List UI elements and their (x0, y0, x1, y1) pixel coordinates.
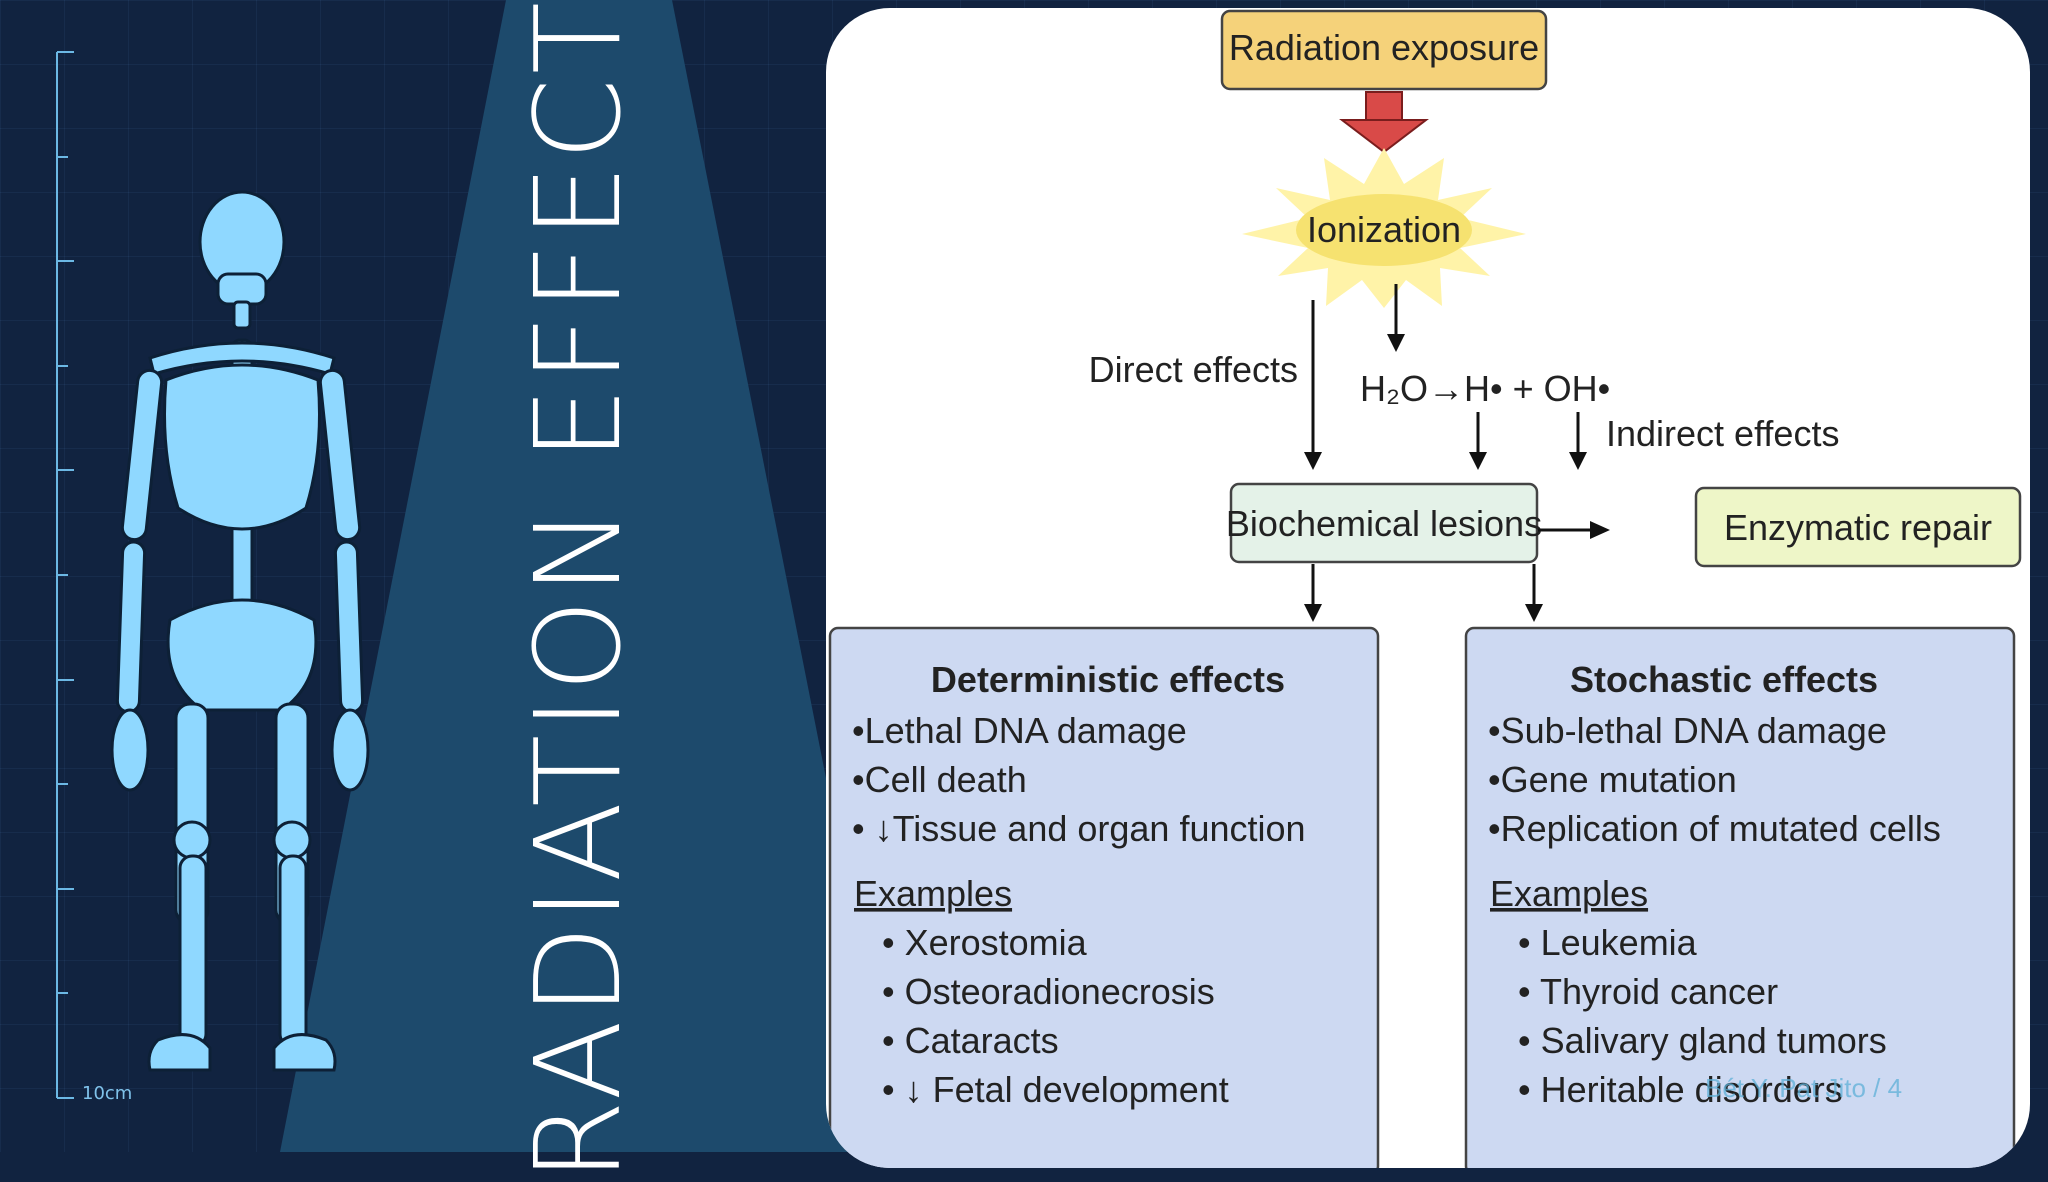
stochastic-example: • Leukemia (1518, 922, 1698, 963)
skeleton-icon (110, 190, 370, 1072)
radiation-exposure-box: Radiation exposure (1220, 9, 1548, 91)
enzymatic-repair-box: Enzymatic repair (1694, 486, 2022, 568)
direct-effects-arrow (1304, 300, 1322, 470)
deterministic-example: • Osteoradionecrosis (882, 971, 1215, 1012)
ionization-label: Ionization (1307, 209, 1461, 250)
stochastic-example: • Salivary gland tumors (1518, 1020, 1887, 1061)
deterministic-example: • Cataracts (882, 1020, 1059, 1061)
deterministic-bullet: •Lethal DNA damage (852, 710, 1187, 751)
stochastic-bullet: •Gene mutation (1488, 759, 1737, 800)
lesions-to-repair-arrow (1538, 521, 1610, 539)
deterministic-effects-box: Deterministic effects •Lethal DNA damage… (828, 626, 1380, 1168)
biochemical-lesions-label: Biochemical lesions (1226, 503, 1542, 544)
stochastic-example: • Heritable disorders (1518, 1069, 1843, 1110)
lesions-to-effects-arrows (1304, 564, 1543, 622)
ionization-to-water-arrow (1387, 284, 1405, 352)
deterministic-bullet: •Cell death (852, 759, 1027, 800)
light-beam (280, 0, 900, 1152)
deterministic-example: • Xerostomia (882, 922, 1088, 963)
stochastic-examples-label: Examples (1490, 873, 1648, 914)
stochastic-example: • Thyroid cancer (1518, 971, 1778, 1012)
slide-footer: Bét Y. Pat Jito / 4 (1705, 1073, 1903, 1103)
stochastic-bullet: •Sub-lethal DNA damage (1488, 710, 1887, 751)
deterministic-examples-label: Examples (854, 873, 1012, 914)
height-ruler (56, 51, 74, 1099)
deterministic-title: Deterministic effects (931, 659, 1285, 700)
enzymatic-repair-label: Enzymatic repair (1724, 507, 1992, 548)
water-radiolysis-equation: H₂O→H• + OH• (1360, 368, 1610, 409)
ionization-burst: Ionization (1242, 148, 1526, 308)
stochastic-bullet: •Replication of mutated cells (1488, 808, 1941, 849)
stochastic-effects-box: Stochastic effects •Sub-lethal DNA damag… (1464, 626, 2016, 1168)
diagram-card: Radiation exposure Ionization Direct eff… (826, 8, 2030, 1168)
red-down-arrow (1339, 91, 1429, 154)
deterministic-example: • ↓ Fetal development (882, 1069, 1229, 1110)
radiation-effects-diagram: Radiation exposure Ionization Direct eff… (828, 9, 2022, 1168)
deterministic-bullet: • ↓Tissue and organ function (852, 808, 1306, 849)
indirect-effects-arrows (1469, 412, 1587, 470)
indirect-effects-label: Indirect effects (1606, 413, 1839, 454)
page-title: RADIATION EFFECT (509, 0, 647, 1182)
direct-effects-label: Direct effects (1089, 349, 1298, 390)
biochemical-lesions-box: Biochemical lesions (1226, 482, 1542, 564)
stochastic-title: Stochastic effects (1570, 659, 1878, 700)
radiation-exposure-label: Radiation exposure (1229, 27, 1539, 68)
ruler-label: 10cm (82, 1083, 133, 1104)
